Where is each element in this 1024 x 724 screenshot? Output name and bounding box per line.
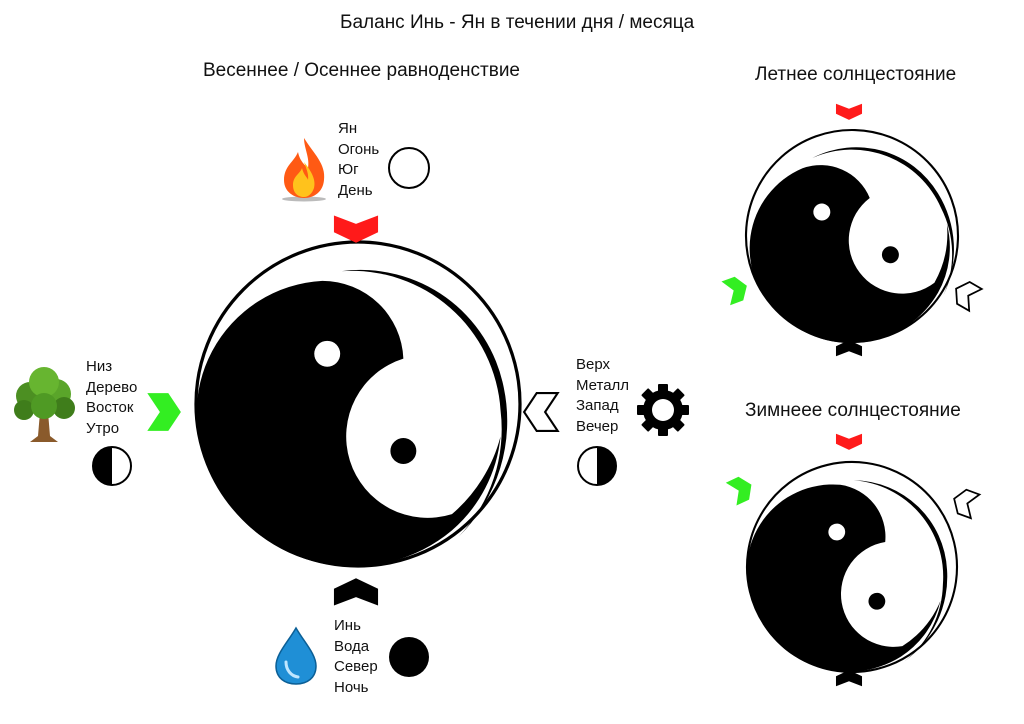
label-yang: Ян (338, 120, 358, 137)
winter-wood-marker (725, 473, 757, 506)
label-south: Юг (338, 161, 359, 178)
fire-icon (282, 138, 326, 202)
yang-marker-top (333, 215, 379, 243)
left-labels: Низ Дерево Восток Утро (86, 357, 137, 439)
yin-marker-bottom (333, 578, 379, 606)
label-night: Ночь (334, 678, 369, 696)
winter-yin-yang-symbol (732, 447, 972, 687)
tree-icon (14, 367, 75, 442)
winter-solstice-heading: Зимнеее солнцестояние (745, 400, 961, 421)
label-west: Запад (576, 397, 619, 414)
label-fire: Огонь (338, 140, 380, 158)
winter-metal-marker (948, 485, 981, 520)
morning-half-moon-icon (92, 446, 132, 486)
summer-metal-marker (948, 276, 983, 312)
bottom-labels: Инь Вода Север Ночь (334, 616, 378, 698)
water-drop-icon (275, 626, 317, 685)
label-high: Верх (576, 356, 611, 373)
summer-solstice-heading: Летнее солнцестояние (755, 64, 957, 85)
main-yin-yang-symbol (194, 240, 522, 569)
page-title: Баланс Инь - Ян в течении дня / месяца (340, 12, 695, 33)
yin-full-black-circle (389, 637, 429, 677)
label-yin: Инь (334, 617, 361, 634)
yang-full-white-circle (388, 147, 430, 189)
right-labels: Верх Металл Запад Вечер (576, 355, 629, 437)
equinox-heading: Весеннее / Осеннее равноденствие (203, 60, 520, 81)
wood-marker-left (147, 393, 181, 431)
summer-yang-marker (835, 103, 863, 120)
gear-icon (637, 384, 689, 436)
label-metal: Металл (576, 376, 630, 394)
label-evening: Вечер (576, 417, 619, 435)
label-day: День (338, 181, 373, 199)
label-morning: Утро (86, 419, 120, 437)
top-labels: Ян Огонь Юг День (338, 119, 379, 201)
summer-yin-yang-symbol (715, 99, 990, 374)
evening-half-moon-icon (577, 446, 617, 486)
winter-yang-marker (835, 433, 863, 450)
label-north: Север (334, 658, 378, 675)
summer-wood-marker (721, 273, 752, 306)
label-east: Восток (86, 399, 134, 416)
metal-marker-right (523, 392, 559, 432)
label-wood: Дерево (86, 378, 138, 396)
label-low: Низ (86, 358, 113, 375)
label-water: Вода (334, 637, 370, 655)
